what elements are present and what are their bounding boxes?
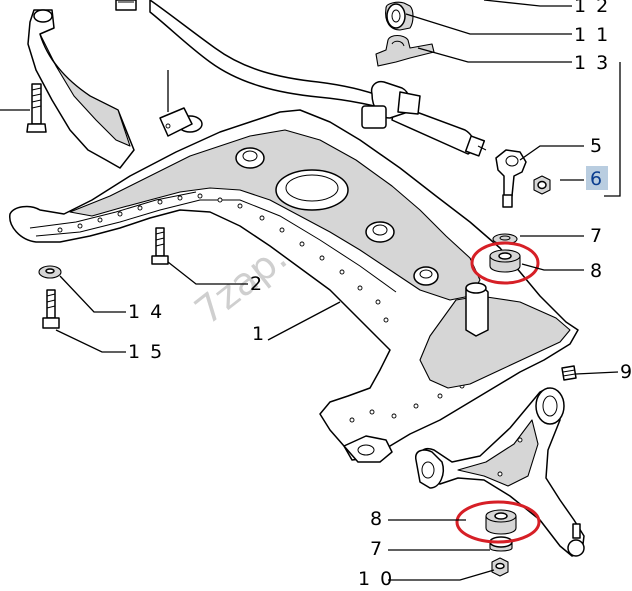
anti-roll-bar xyxy=(149,0,487,157)
callout-labels: 1 2 1 1 1 3 5 6 7 8 2 1 4 1 5 1 9 8 7 1 … xyxy=(128,0,632,590)
callout-2: 2 xyxy=(250,273,264,295)
callout-8-lower: 8 xyxy=(370,508,384,530)
bar-bushing xyxy=(385,1,414,31)
callout-14: 1 4 xyxy=(128,301,164,323)
highlight-ring-upper xyxy=(470,241,540,285)
drop-link xyxy=(495,149,527,208)
hex-nut xyxy=(533,175,551,195)
callout-6: 6 xyxy=(590,168,604,190)
bolt-2 xyxy=(151,227,169,265)
nut-10 xyxy=(491,557,509,577)
long-bolt xyxy=(26,83,47,133)
lower-control-arm xyxy=(415,387,585,557)
callout-13: 1 3 xyxy=(574,52,610,74)
screw-9 xyxy=(561,365,577,381)
subframe-tower-left xyxy=(27,9,135,169)
rubber-mount-upper xyxy=(489,233,521,273)
washer xyxy=(38,265,62,279)
callout-12: 1 2 xyxy=(574,0,610,17)
stabilizer-link-top xyxy=(115,0,137,11)
callout-10: 1 0 xyxy=(358,568,394,590)
callout-7-lower: 7 xyxy=(370,538,384,560)
highlight-ring-lower xyxy=(455,500,541,544)
callout-7-upper: 7 xyxy=(590,225,604,247)
label-highlight-6 xyxy=(586,166,608,190)
leader-lines xyxy=(0,0,621,581)
front-subframe xyxy=(9,107,579,463)
callout-15: 1 5 xyxy=(128,341,164,363)
callout-1: 1 xyxy=(252,323,266,345)
callout-5: 5 xyxy=(590,135,604,157)
callout-8-upper: 8 xyxy=(590,260,604,282)
bar-clamp-bracket xyxy=(375,34,435,67)
rubber-mount-lower xyxy=(485,509,517,552)
callout-9: 9 xyxy=(620,361,632,383)
callout-11: 1 1 xyxy=(574,24,610,46)
bolt-15 xyxy=(42,289,60,329)
